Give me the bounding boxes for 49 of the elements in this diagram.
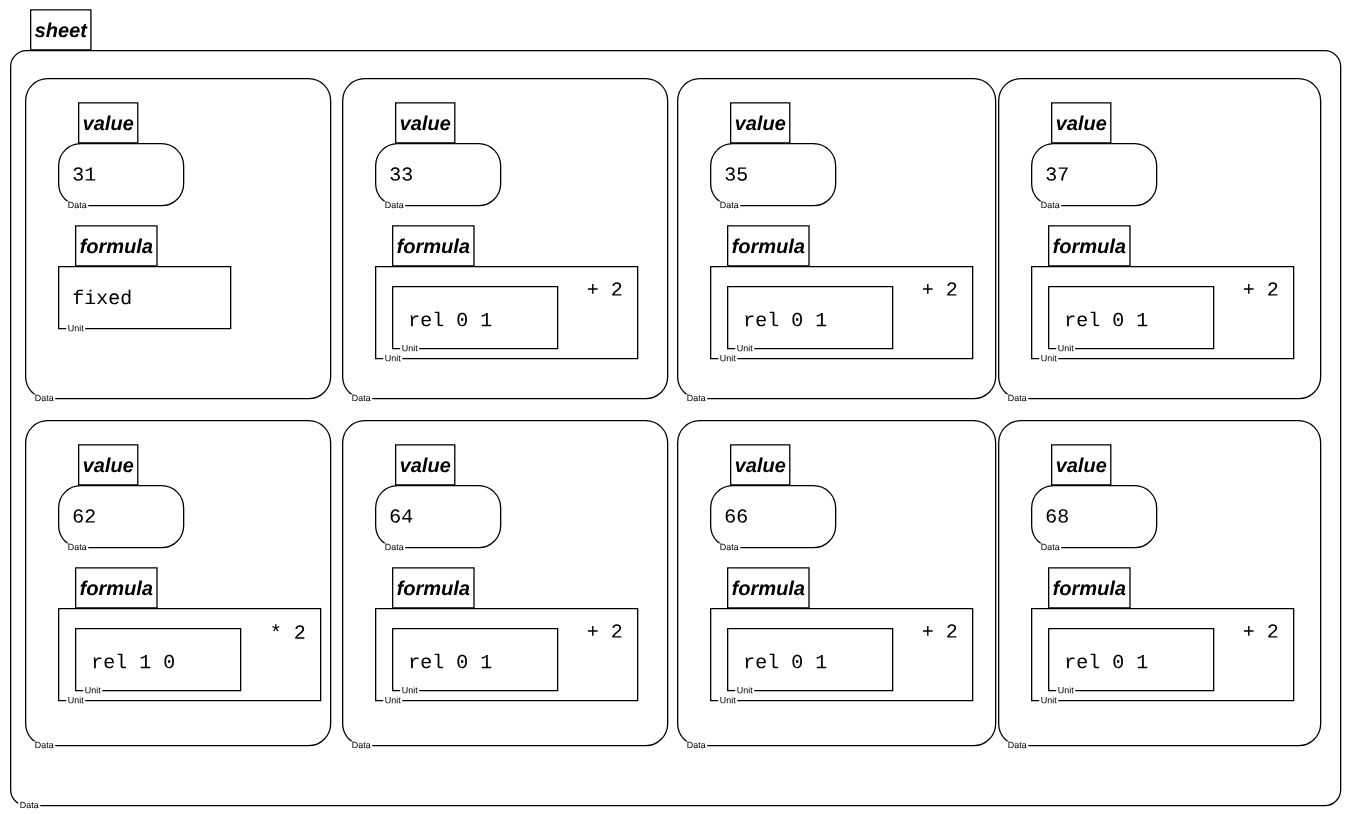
port-label: Data	[33, 741, 56, 749]
port-label: Data	[383, 201, 406, 209]
port-label: Data	[33, 394, 56, 402]
port-label: Unit	[400, 686, 420, 694]
port-label: Unit	[1039, 696, 1059, 704]
port-label: Unit	[735, 686, 755, 694]
port-label: Unit	[1056, 344, 1076, 352]
port-label: Data	[66, 201, 89, 209]
label-tab: value	[730, 102, 791, 144]
port-label: Unit	[1056, 686, 1076, 694]
port-label: Unit	[718, 354, 738, 362]
label-tab: formula	[392, 567, 475, 609]
label-tab: formula	[727, 225, 810, 267]
port-label: Data	[718, 543, 741, 551]
label-tab: value	[1051, 102, 1112, 144]
port-label: Unit	[383, 696, 403, 704]
port-label: Unit	[383, 354, 403, 362]
port-label: Data	[1039, 201, 1062, 209]
port-label: Unit	[66, 324, 86, 332]
port-label: Data	[1039, 543, 1062, 551]
label-tab: formula	[727, 567, 810, 609]
port-label: Data	[350, 741, 373, 749]
label-tab: formula	[75, 225, 158, 267]
label-tab: sheet	[30, 9, 92, 51]
port-label: Data	[718, 201, 741, 209]
label-tab: value	[395, 444, 456, 486]
port-label: Unit	[735, 344, 755, 352]
label-tab: formula	[392, 225, 475, 267]
label-tab: value	[78, 444, 139, 486]
label-tab: formula	[75, 567, 158, 609]
port-label: Data	[383, 543, 406, 551]
port-label: Data	[1006, 741, 1029, 749]
port-label: Data	[685, 741, 708, 749]
label-tab: formula	[1048, 225, 1131, 267]
port-label: Data	[18, 801, 41, 809]
label-tab: value	[395, 102, 456, 144]
port-label: Data	[66, 543, 89, 551]
port-label: Data	[685, 394, 708, 402]
port-label: Data	[350, 394, 373, 402]
port-label: Unit	[718, 696, 738, 704]
label-tab: value	[1051, 444, 1112, 486]
label-tab: value	[78, 102, 139, 144]
port-label: Data	[1006, 394, 1029, 402]
label-tab: formula	[1048, 567, 1131, 609]
port-label: Unit	[83, 686, 103, 694]
label-tab: value	[730, 444, 791, 486]
port-label: Unit	[400, 344, 420, 352]
port-label: Unit	[66, 696, 86, 704]
port-label: Unit	[1039, 354, 1059, 362]
